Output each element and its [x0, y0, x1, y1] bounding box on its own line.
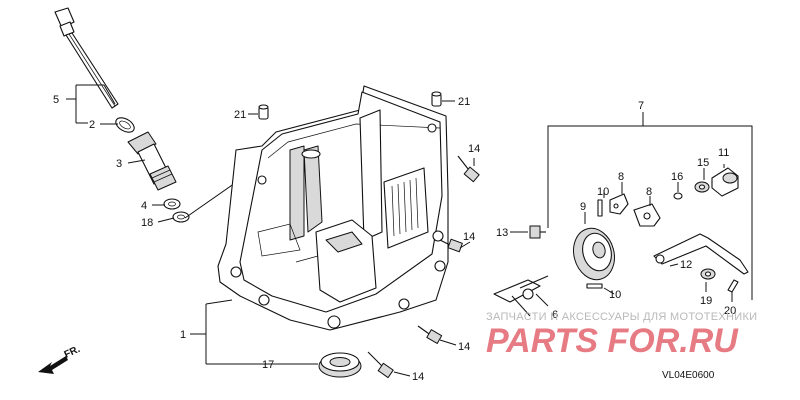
- filler-pipe-part: [127, 131, 177, 191]
- governor-pin-upper: [597, 199, 603, 217]
- callout-15: 15: [697, 157, 709, 169]
- callout-14-b: 14: [463, 231, 475, 243]
- washer-part-18: [172, 211, 190, 223]
- diagram-code: VL04E0600: [662, 370, 715, 381]
- governor-bolt-part: [529, 225, 546, 239]
- cotter-pin-part: [727, 279, 739, 293]
- callout-20: 20: [724, 305, 736, 317]
- callout-10-b: 10: [609, 289, 621, 301]
- governor-pin-lower: [586, 283, 603, 289]
- callout-17: 17: [262, 359, 274, 371]
- flange-bolt-1: [457, 155, 480, 183]
- callout-13: 13: [496, 227, 508, 239]
- dowel-pin-left: [258, 104, 269, 120]
- governor-weight-right: [633, 203, 661, 227]
- front-direction-label: FR.: [63, 344, 82, 361]
- callout-12: 12: [680, 259, 692, 271]
- callout-14-d: 14: [412, 371, 424, 383]
- governor-gear-part: [573, 227, 615, 281]
- governor-weight-left: [609, 193, 629, 215]
- washer-part-15: [694, 181, 710, 193]
- governor-bracket: [547, 112, 753, 300]
- callout-2: 2: [89, 119, 95, 131]
- governor-clip-part: [673, 192, 683, 200]
- dowel-pin-right: [431, 91, 442, 107]
- dipstick-part: [54, 7, 119, 109]
- callout-21-right: 21: [458, 96, 470, 108]
- governor-arm-part: [653, 233, 749, 275]
- watermark-logo: PARTS FOR.RU: [486, 322, 739, 360]
- flange-bolt-4: [367, 351, 394, 379]
- callout-14-a: 14: [468, 143, 480, 155]
- callout-11: 11: [718, 147, 729, 159]
- washer-part-4: [163, 198, 181, 210]
- callout-16: 16: [671, 171, 683, 183]
- callout-8-a: 8: [618, 171, 624, 183]
- callout-19: 19: [700, 295, 712, 307]
- watermark-subtitle: ЗАПЧАСТИ И АКСЕССУАРЫ ДЛЯ МОТОТЕХНИКИ: [486, 311, 757, 323]
- callout-1: 1: [180, 329, 186, 341]
- callout-3: 3: [116, 158, 122, 170]
- o-ring-part: [115, 117, 135, 133]
- governor-holder-part: [711, 167, 739, 197]
- callout-8-b: 8: [646, 186, 652, 198]
- callout-10-a: 10: [597, 186, 609, 198]
- oil-seal-part: [318, 352, 362, 378]
- callout-21-left: 21: [234, 109, 246, 121]
- callout-6: 6: [552, 309, 558, 321]
- oil-pan-part: [217, 85, 449, 331]
- flange-bolt-2: [439, 238, 463, 253]
- front-direction-arrow: [38, 356, 68, 374]
- governor-shaft-part: [493, 275, 549, 303]
- washer-part-19: [700, 268, 716, 280]
- callout-18: 18: [141, 217, 153, 229]
- callout-4: 4: [141, 200, 147, 212]
- flange-bolt-3: [417, 325, 443, 344]
- callout-9: 9: [580, 201, 586, 213]
- callout-7: 7: [638, 100, 644, 112]
- callout-5: 5: [53, 94, 59, 106]
- callout-14-c: 14: [458, 341, 470, 353]
